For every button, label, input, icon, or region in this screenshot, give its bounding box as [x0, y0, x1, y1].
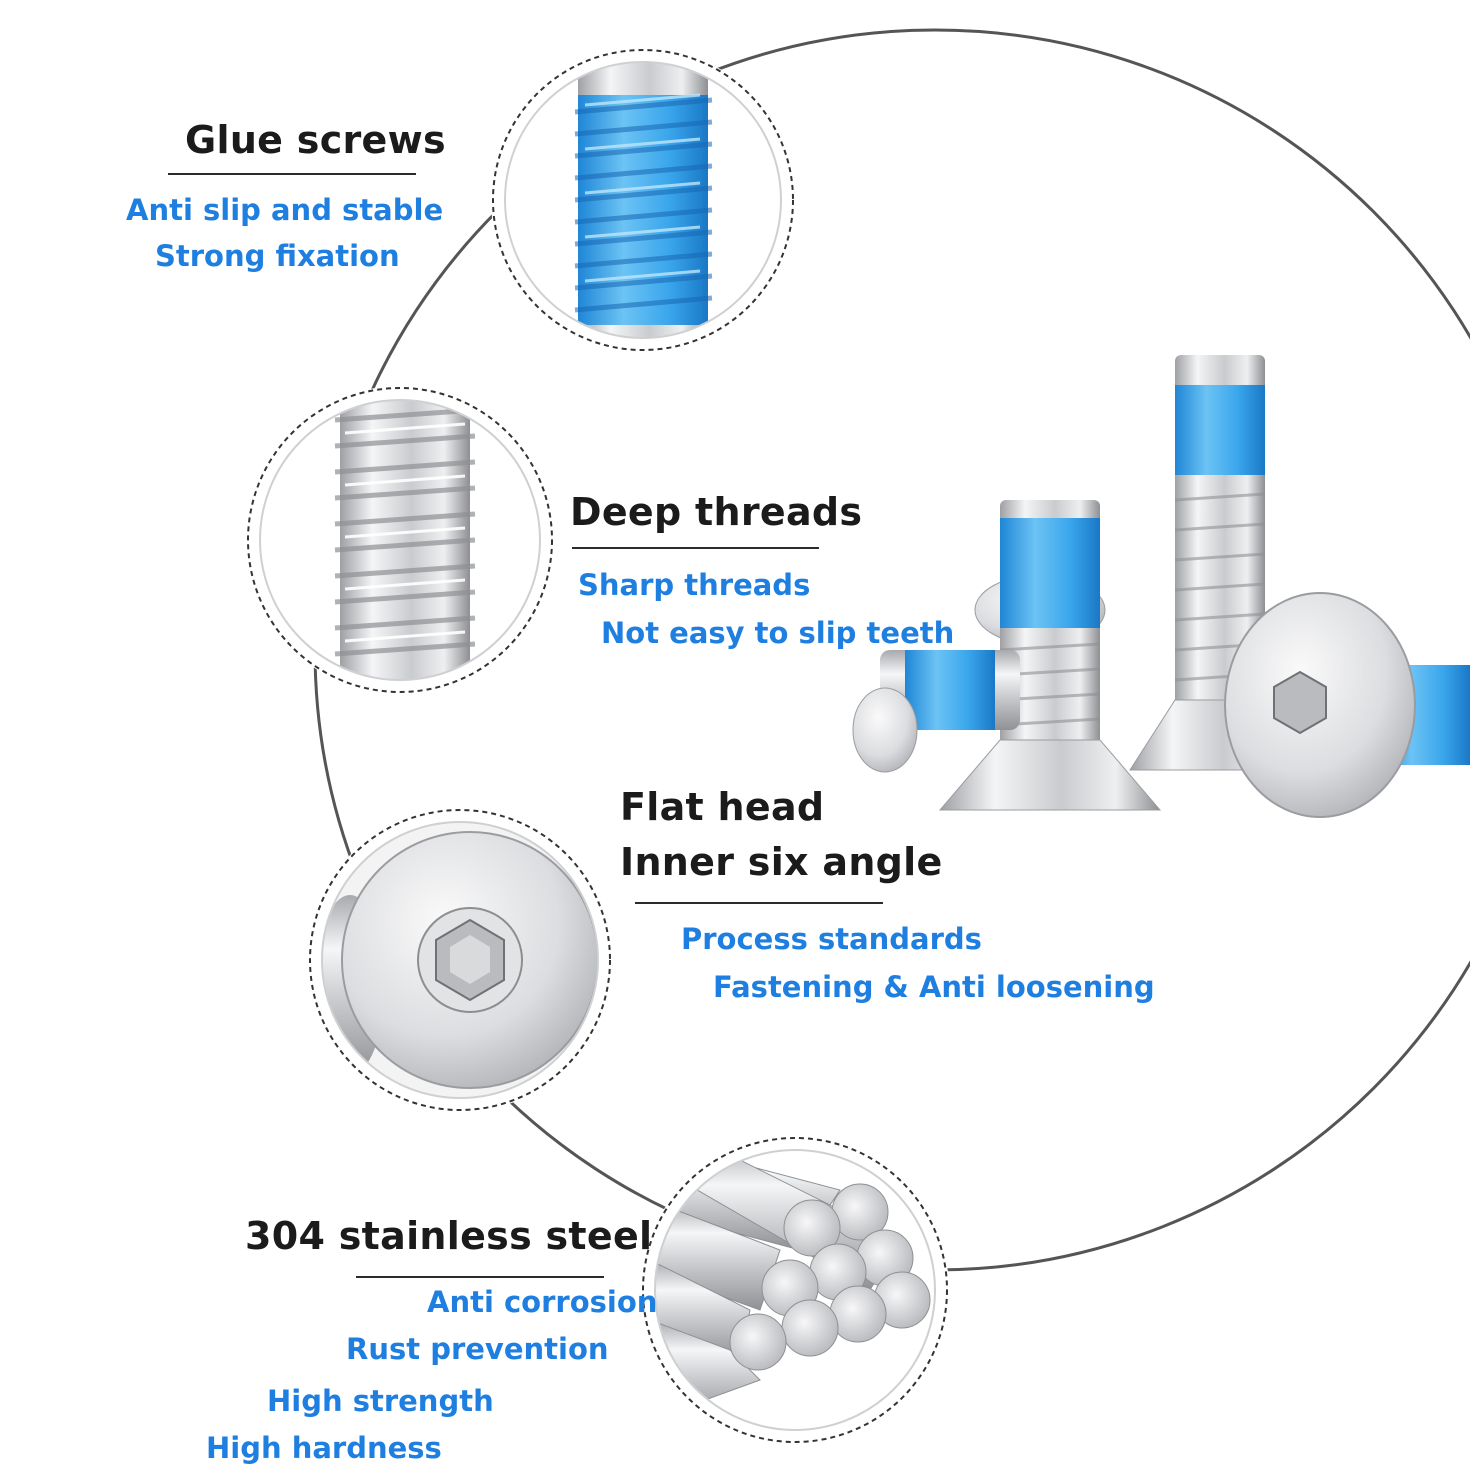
- feature-4-divider: [356, 1276, 604, 1278]
- feature-3-title-line-2: Inner six angle: [620, 840, 943, 884]
- feature-3-divider: [635, 902, 883, 904]
- feature-4-title: 304 stainless steel: [245, 1214, 653, 1258]
- feature-2-point-2: Not easy to slip teeth: [601, 616, 955, 650]
- feature-1-divider: [168, 173, 416, 175]
- steel-rods-icon: [655, 1150, 935, 1430]
- feature-2-divider: [572, 547, 819, 549]
- feature-3-point-2: Fastening & Anti loosening: [713, 970, 1155, 1004]
- feature-2-title: Deep threads: [570, 490, 863, 534]
- feature-1-point-2: Strong fixation: [155, 239, 400, 273]
- feature-2-point-1: Sharp threads: [578, 568, 811, 602]
- feature-4-point-3: High strength: [267, 1384, 494, 1418]
- feature-4-point-1: Anti corrosion: [427, 1285, 658, 1319]
- feature-3-title-line-1: Flat head: [620, 785, 825, 829]
- feature-1-point-1: Anti slip and stable: [126, 193, 444, 227]
- feature-3-point-1: Process standards: [681, 922, 982, 956]
- steel-thread-closeup-icon: [334, 400, 476, 680]
- feature-4-point-2: Rust prevention: [346, 1332, 609, 1366]
- countersunk-screws-group-icon: [852, 355, 1470, 818]
- feature-4-point-4: High hardness: [206, 1431, 442, 1465]
- feature-1-title: Glue screws: [185, 118, 446, 162]
- glue-thread-closeup-icon: [574, 62, 713, 338]
